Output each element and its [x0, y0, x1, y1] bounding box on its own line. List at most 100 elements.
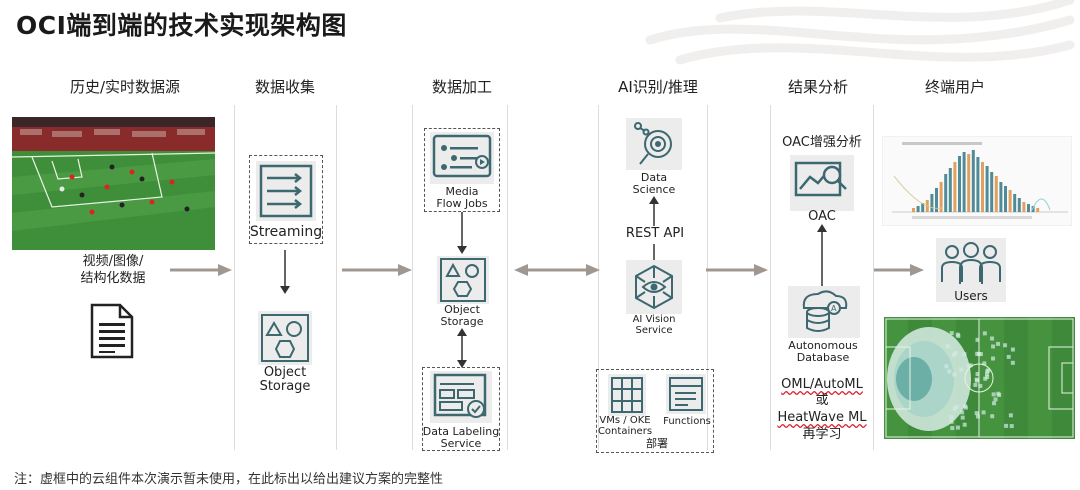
- heat-dot: [973, 382, 978, 387]
- histogram-bar: [999, 182, 1003, 212]
- histogram-thumbnail: [882, 136, 1072, 226]
- heat-dot: [1008, 413, 1013, 418]
- column-separator: [234, 105, 235, 450]
- data-science-icon: [626, 118, 682, 170]
- histogram-bar: [967, 154, 971, 212]
- ml-label-line3: HeatWave ML: [777, 410, 867, 425]
- heat-dot: [991, 392, 996, 397]
- histogram-bar: [981, 162, 984, 212]
- column-separator: [770, 105, 771, 450]
- flow-arrow-analysis-to-users: [874, 264, 924, 276]
- histogram-bar: [1013, 194, 1017, 212]
- deploy-dashed-box: [596, 369, 714, 453]
- heat-dot: [986, 368, 991, 373]
- autonomous-database-icon: A: [788, 286, 860, 338]
- users-icon: [936, 238, 1006, 300]
- histogram-bar: [994, 176, 998, 212]
- heat-dot: [996, 341, 1001, 346]
- heat-dot: [944, 364, 949, 369]
- arrow-streaming-to-storage: [280, 250, 290, 294]
- heat-dot: [959, 367, 964, 372]
- ml-label-line1: OML/AutoML: [781, 377, 863, 392]
- heat-dot: [960, 415, 965, 420]
- ai-vision-label-line2: Service: [635, 325, 673, 336]
- histogram-bar: [921, 203, 925, 212]
- heat-dot: [974, 411, 979, 416]
- heat-dot: [955, 332, 960, 337]
- data-science-label-line2: Science: [632, 183, 676, 196]
- vms-label-line2: Containers: [597, 426, 653, 437]
- heat-dot: [993, 397, 998, 402]
- process-storage-label-line2: Storage: [440, 315, 484, 328]
- heat-dot: [952, 372, 957, 377]
- column-heading-ai: AI识别/推理: [618, 78, 698, 96]
- histogram-bar: [953, 162, 957, 212]
- data-science-label-line1: Data: [640, 171, 668, 184]
- column-separator: [707, 105, 708, 450]
- arrow-media-to-storage: [457, 212, 467, 254]
- heat-dot: [949, 419, 954, 424]
- ml-label-line2: 或: [815, 393, 829, 408]
- heat-dot: [962, 422, 967, 427]
- heat-dot: [991, 344, 996, 349]
- histogram-bar: [985, 166, 989, 212]
- media-flow-dashed-box: [424, 128, 500, 212]
- flow-arrow-collect-to-process: [342, 264, 412, 276]
- media-flow-label-line1: Media: [445, 185, 479, 198]
- functions-label: Functions: [663, 416, 711, 427]
- process-storage-label-line1: Object: [444, 303, 480, 316]
- oac-icon: [790, 155, 854, 211]
- column-heading-users: 终端用户: [924, 78, 985, 96]
- heat-dot: [996, 391, 1001, 396]
- flow-arrow-source-to-collect: [170, 264, 232, 276]
- flow-arrow-process-ai: [514, 264, 600, 276]
- heat-dot: [985, 372, 990, 377]
- histogram-bar: [916, 206, 920, 212]
- heat-dot: [1010, 347, 1015, 352]
- column-heading-analysis: 结果分析: [787, 78, 848, 96]
- histogram-bar: [930, 194, 934, 212]
- column-heading-source: 历史/实时数据源: [69, 78, 181, 96]
- histogram-bar: [1017, 198, 1021, 212]
- arrow-adb-to-oac: [817, 224, 827, 286]
- heat-dot: [962, 404, 967, 409]
- heat-dot: [953, 350, 958, 355]
- histogram-bar: [939, 182, 943, 212]
- vms-containers-icon: [608, 374, 646, 416]
- histogram-bar: [1036, 208, 1040, 212]
- heat-dot: [975, 337, 980, 342]
- labeling-label-line1: Data Labeling: [422, 425, 500, 438]
- column-separator: [873, 105, 874, 450]
- streaming-icon: [256, 161, 316, 221]
- heat-dot: [947, 369, 952, 374]
- heat-dot: [992, 401, 997, 406]
- ai-vision-label-line1: AI Vision: [632, 314, 676, 325]
- heat-dot: [955, 425, 960, 430]
- histogram-bar: [962, 152, 966, 212]
- object-storage-icon: [258, 311, 312, 365]
- adb-label-line2: Database: [796, 351, 850, 364]
- labeling-dashed-box: [422, 367, 500, 451]
- media-flow-icon: [430, 132, 494, 184]
- footnote: 注：虚框中的云组件本次演示暂未使用，在此标出以给出建议方案的完整性: [14, 472, 444, 487]
- users-label: Users: [936, 290, 1006, 302]
- heat-dot: [985, 374, 990, 379]
- soccer-video-frame: [12, 117, 215, 250]
- column-heading-process: 数据加工: [431, 78, 492, 96]
- labeling-label-line2: Service: [440, 437, 482, 450]
- heat-dot: [949, 415, 954, 420]
- source-label-line1: 视频/图像/: [82, 254, 144, 269]
- ai-vision-icon: [626, 260, 682, 314]
- functions-icon: [666, 374, 706, 414]
- heat-dot: [982, 361, 987, 366]
- histogram-bar: [1027, 204, 1030, 212]
- arrow-storage-labeling: [457, 328, 467, 368]
- column-separator: [412, 105, 413, 450]
- oac-enhanced-label: OAC增强分析: [782, 135, 862, 150]
- column-separator: [598, 105, 599, 450]
- histogram-bar: [971, 150, 975, 212]
- heat-dot: [990, 336, 995, 341]
- heat-dot: [960, 410, 965, 415]
- heat-dot: [1009, 424, 1014, 429]
- heat-dot: [945, 344, 950, 349]
